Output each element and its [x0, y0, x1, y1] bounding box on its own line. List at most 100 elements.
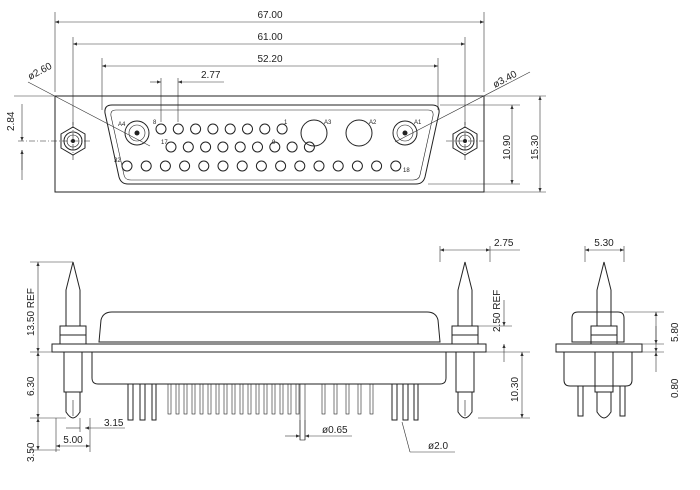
dim-label: 5.80	[670, 322, 681, 342]
signal-tail	[167, 383, 172, 415]
side-flange	[51, 343, 487, 353]
signal-pin	[236, 160, 248, 172]
dim-label: 10.90	[502, 135, 513, 160]
dim-flange-height: 15.30	[484, 95, 546, 193]
dim-label: 2.84	[6, 111, 17, 131]
pin-label-1: 1	[284, 120, 288, 126]
dim-label: ø2.0	[428, 441, 448, 452]
dim-label: ø2.60	[26, 61, 54, 83]
signal-pin	[217, 160, 229, 172]
signal-pin	[165, 141, 177, 153]
end-tail	[577, 385, 584, 417]
dim-shell-width: 52.20	[101, 54, 439, 110]
coax-contact-a2	[345, 119, 373, 147]
signal-tail	[357, 383, 362, 415]
dim-label: 3.15	[104, 418, 124, 429]
pin-label-9: 9	[272, 140, 276, 146]
signal-pin	[255, 160, 267, 172]
dim-label: 15.30	[530, 135, 541, 160]
signal-pin	[275, 160, 287, 172]
signal-tail	[223, 383, 228, 415]
shell-inner	[110, 109, 434, 181]
dim-tail-offset: 3.15	[66, 418, 125, 432]
dim-label: 3.50	[26, 442, 37, 462]
pin-label-a1: A1	[414, 120, 422, 126]
signal-pin	[371, 160, 383, 172]
end-tail	[619, 385, 626, 417]
signal-pin	[242, 123, 253, 135]
signal-tail	[345, 383, 350, 415]
dim-body-height: 10.30	[478, 351, 530, 419]
signal-tail	[255, 383, 260, 415]
signal-pin	[217, 141, 229, 153]
dim-tail-spacing: 5.00	[55, 418, 91, 452]
signal-pin	[234, 141, 246, 153]
dim-pin-pitch: 2.77	[150, 70, 224, 122]
dim-label: 2.77	[201, 70, 221, 81]
dim-label: 6.30	[26, 376, 37, 396]
signal-pin	[200, 141, 212, 153]
dim-post-width: 2.75	[439, 238, 520, 262]
signal-pin	[155, 123, 167, 135]
dim-post-height: 2.50 REF	[478, 290, 512, 362]
signal-tail	[263, 383, 268, 415]
signal-pin	[303, 141, 315, 153]
pin-label-a4: A4	[118, 122, 126, 128]
dim-label: 52.20	[257, 54, 282, 65]
signal-pin	[294, 160, 306, 172]
signal-tail	[271, 383, 276, 415]
signal-tail	[287, 383, 292, 415]
dim-pin-length: 13.50 REF	[26, 261, 73, 353]
signal-pin-array	[121, 123, 402, 172]
signal-tail	[279, 383, 284, 415]
signal-tail	[369, 383, 374, 415]
dim-label: ø0.65	[322, 425, 348, 436]
shell-outer	[104, 104, 440, 185]
dim-label: 61.00	[257, 32, 282, 43]
signal-pin	[313, 160, 325, 172]
signal-tail	[175, 383, 180, 415]
signal-pin	[332, 160, 344, 172]
coax-contact-a4	[124, 120, 150, 146]
dim-label: 13.50 REF	[26, 288, 37, 336]
dim-label: ø3.40	[491, 69, 519, 91]
signal-tail	[215, 383, 220, 415]
signal-tail	[247, 383, 252, 415]
side-view: 13.50 REF 6.30 3.50 5.00 3.15	[26, 238, 530, 462]
dim-pin-diameter: ø0.65	[285, 420, 352, 440]
signal-pin	[207, 123, 219, 135]
signal-tail	[207, 383, 212, 415]
front-view: 67.00 61.00 52.20 2.77	[6, 10, 546, 193]
end-shell	[571, 311, 625, 343]
flange	[54, 95, 485, 193]
signal-tail	[239, 383, 244, 415]
dim-label: 67.00	[257, 10, 282, 21]
pin-label-32: 32	[114, 158, 121, 164]
pin-label-a2: A2	[369, 120, 377, 126]
signal-pin	[286, 141, 298, 153]
dim-label: 0.80	[670, 378, 681, 398]
signal-tail	[333, 383, 338, 415]
dim-end-width: 5.30	[584, 238, 625, 262]
end-view: 5.30 5.80 0.80	[555, 238, 681, 419]
dim-shell-height: 10.90	[428, 104, 520, 185]
mount-nut-right	[446, 122, 484, 160]
signal-pin	[259, 123, 271, 135]
right-post	[451, 261, 479, 419]
signal-pin	[159, 160, 171, 172]
dim-flange-to-board: 6.30	[26, 352, 66, 419]
signal-tail	[183, 383, 188, 415]
pin-label-18: 18	[403, 168, 410, 174]
left-post	[59, 261, 87, 419]
dim-label: 5.30	[594, 238, 614, 249]
dim-post-diameter: ø2.0	[401, 421, 455, 453]
signal-pin	[390, 160, 402, 172]
signal-tail	[199, 383, 204, 415]
dim-label: 10.30	[510, 377, 521, 402]
pin-label-8: 8	[153, 120, 157, 126]
end-flange	[555, 343, 643, 353]
dim-mount-spacing: 61.00	[72, 32, 466, 125]
pin-label-17: 17	[161, 140, 168, 146]
signal-pin	[121, 160, 133, 172]
